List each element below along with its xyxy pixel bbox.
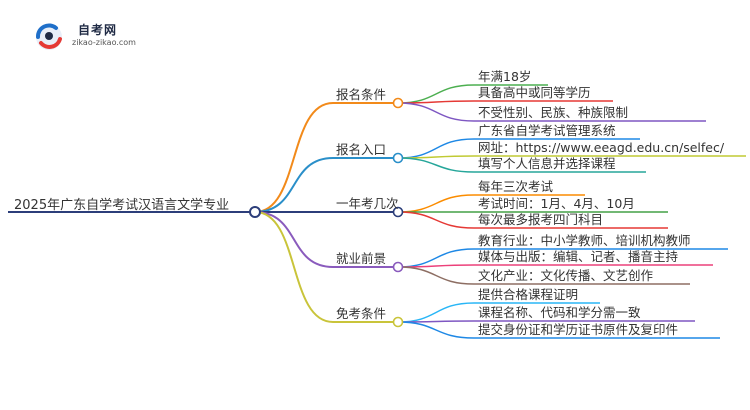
logo-name: 自考网 — [78, 23, 118, 37]
leaf-no-restrictions: 不受性别、民族、种族限制 — [478, 105, 629, 120]
leaf-connector — [397, 302, 475, 323]
branch-node — [392, 206, 404, 218]
branch-career-prospects: 就业前景 — [336, 251, 387, 266]
branch-node — [392, 152, 404, 164]
branch-exemption-conditions: 免考条件 — [336, 306, 387, 321]
branch-registration-entry: 报名入口 — [336, 142, 387, 157]
leaf-system-name: 广东省自学考试管理系统 — [478, 123, 616, 138]
root-node — [249, 206, 261, 218]
site-logo[interactable]: 自考网 zikao-zikao.com — [32, 18, 152, 54]
mindmap-root: 2025年广东自学考试汉语言文学专业 — [14, 198, 230, 213]
branch-connector — [254, 157, 334, 213]
leaf-connector — [397, 138, 475, 159]
branch-exams-per-year: 一年考几次 — [336, 196, 399, 211]
leaf-connector — [397, 266, 475, 285]
leaf-connector — [397, 157, 475, 173]
leaf-fill-info: 填写个人信息并选择课程 — [478, 156, 616, 171]
branch-registration-conditions: 报名条件 — [336, 87, 387, 102]
leaf-course-match: 课程名称、代码和学分需一致 — [478, 305, 641, 320]
branch-node — [392, 316, 404, 328]
branch-connector — [254, 102, 334, 213]
leaf-age-requirement: 年满18岁 — [478, 69, 532, 84]
leaf-connector — [397, 248, 475, 268]
leaf-connector — [397, 102, 475, 122]
branch-connector — [254, 211, 334, 323]
leaf-submit-documents: 提交身份证和学历证书原件及复印件 — [478, 322, 679, 337]
branch-node — [392, 261, 404, 273]
leaf-connector — [397, 321, 475, 339]
leaf-website-url[interactable]: 网址：https://www.eeagd.edu.cn/selfec/ — [478, 140, 725, 155]
leaf-exam-time: 考试时间：1月、4月、10月 — [478, 196, 635, 211]
leaf-course-certificate: 提供合格课程证明 — [478, 287, 579, 302]
leaf-education-requirement: 具备高中或同等学历 — [478, 85, 591, 100]
branch-node — [392, 97, 404, 109]
leaf-max-subjects: 每次最多报考四门科目 — [478, 212, 604, 227]
leaf-education-industry: 教育行业：中小学教师、培训机构教师 — [478, 233, 691, 248]
logo-url: zikao-zikao.com — [72, 38, 136, 47]
leaf-connector — [397, 211, 475, 229]
leaf-media-publishing: 媒体与出版：编辑、记者、播音主持 — [478, 249, 679, 264]
branch-connector — [254, 211, 334, 268]
leaf-connector — [397, 84, 475, 104]
leaf-three-exams: 每年三次考试 — [478, 179, 554, 194]
leaf-connector — [397, 194, 475, 213]
leaf-culture-industry: 文化产业：文化传播、文艺创作 — [478, 268, 654, 283]
logo-mark-icon — [36, 23, 62, 50]
